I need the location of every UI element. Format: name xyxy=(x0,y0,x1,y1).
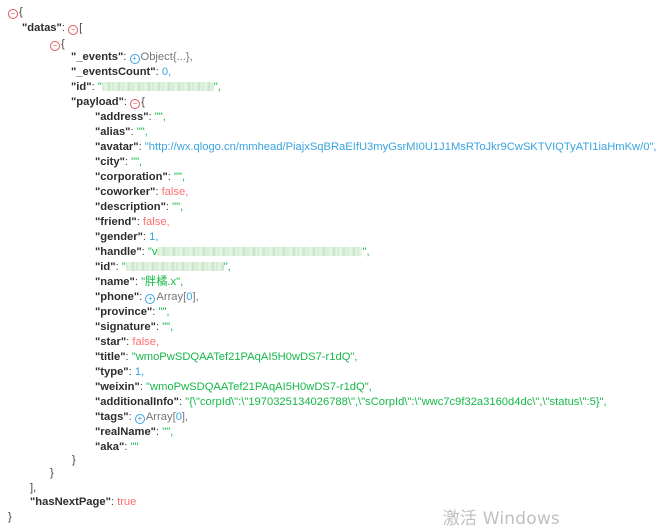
expand-phone-icon[interactable]: + xyxy=(145,294,156,304)
has-next-page-key: "hasNextPage" xyxy=(30,496,111,508)
weixin-line: "weixin": "wmoPwSDQAATef21PAqAI5H0wDS7-r… xyxy=(95,381,372,393)
events-count-value: 0, xyxy=(161,66,172,78)
payload-key: "payload" xyxy=(71,96,124,108)
handle-line: "handle": "v", xyxy=(95,246,370,258)
has-next-page-line: "hasNextPage": true xyxy=(30,496,137,508)
expand-tags-icon[interactable]: + xyxy=(134,414,145,424)
alias-line: "alias": "", xyxy=(95,126,148,138)
payload-close: } xyxy=(72,454,76,466)
events-line: "_events": +Object{...}, xyxy=(71,51,193,64)
root-close: } xyxy=(8,511,12,523)
real-name-line: "realName": "", xyxy=(95,426,174,438)
datas-key: "datas" xyxy=(22,22,62,34)
payload-line: "payload": −{ xyxy=(71,96,145,109)
events-count-line: "_eventsCount": 0, xyxy=(71,66,172,78)
type-line: "type": 1, xyxy=(95,366,145,378)
redacted-id-value xyxy=(101,82,214,91)
coworker-line: "coworker": false, xyxy=(95,186,189,198)
datas-close: ], xyxy=(30,482,37,494)
gender-line: "gender": 1, xyxy=(95,231,159,243)
friend-line: "friend": false, xyxy=(95,216,170,228)
star-line: "star": false, xyxy=(95,336,160,348)
avatar-link[interactable]: "http://wx.qlogo.cn/mmhead/PiajxSqBRaEIf… xyxy=(144,141,657,153)
province-line: "province": "", xyxy=(95,306,170,318)
signature-line: "signature": "", xyxy=(95,321,174,333)
root-line: −{ xyxy=(8,5,23,20)
windows-activation-watermark: 激活 Windows xyxy=(442,509,560,529)
collapse-root-icon[interactable]: − xyxy=(8,9,18,19)
additional-info-line: "additionalInfo": "{\"corpId\":\"1970325… xyxy=(95,396,607,408)
address-line: "address": "", xyxy=(95,111,166,123)
city-line: "city": "", xyxy=(95,156,143,168)
datas-item-line: −{ xyxy=(50,37,65,52)
payload-id-line: "id": "", xyxy=(95,261,231,273)
collapse-payload-icon[interactable]: − xyxy=(130,99,141,109)
id-line: "id": "", xyxy=(71,81,221,93)
description-line: "description": "", xyxy=(95,201,184,213)
collapse-datas-icon[interactable]: − xyxy=(68,25,79,35)
expand-events-icon[interactable]: + xyxy=(129,54,140,64)
redacted-payload-id-value xyxy=(125,262,224,271)
corporation-line: "corporation": "", xyxy=(95,171,186,183)
datas-item-close: } xyxy=(50,467,54,479)
title-line: "title": "wmoPwSDQAATef21PAqAI5H0wDS7-r1… xyxy=(95,351,358,363)
collapse-item-icon[interactable]: − xyxy=(50,41,60,51)
events-key: "_events" xyxy=(71,51,124,63)
name-line: "name": "胖橘.x", xyxy=(95,276,184,288)
redacted-handle-value xyxy=(157,247,363,256)
aka-line: "aka": "" xyxy=(95,441,139,453)
datas-line: "datas": −[ xyxy=(22,22,83,35)
has-next-page-value: true xyxy=(117,496,137,508)
events-summary[interactable]: Object{...}, xyxy=(140,51,193,63)
events-count-key: "_eventsCount" xyxy=(71,66,156,78)
id-key: "id" xyxy=(71,81,92,93)
phone-line: "phone": +Array[0], xyxy=(95,291,199,304)
tags-line: "tags": +Array[0], xyxy=(95,411,189,424)
avatar-line: "avatar": "http://wx.qlogo.cn/mmhead/Pia… xyxy=(95,141,657,153)
